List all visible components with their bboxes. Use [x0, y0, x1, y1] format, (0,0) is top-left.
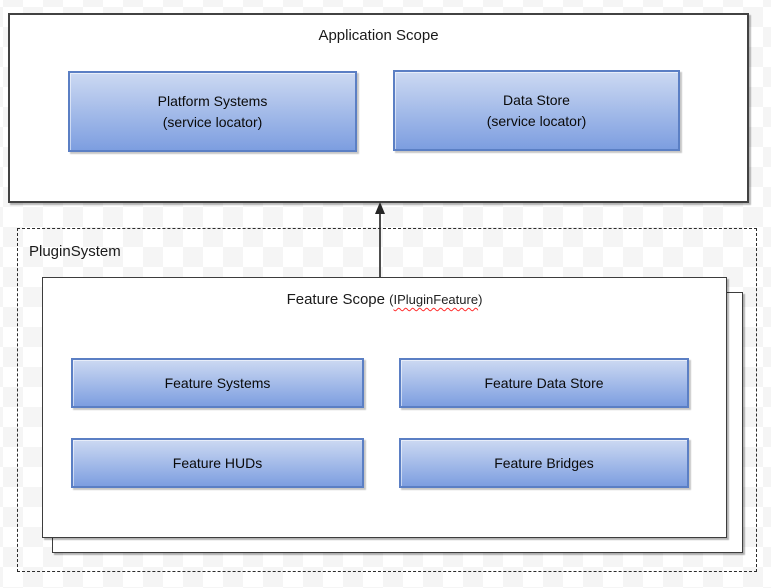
plugin-system-title: PluginSystem	[29, 243, 121, 260]
subtitle-ipluginfeature: IPluginFeature	[393, 292, 479, 307]
application-scope-title: Application Scope	[318, 27, 439, 44]
platform-systems-node: Platform Systems (service locator)	[68, 71, 357, 152]
feature-data-store-label: Feature Data Store	[484, 374, 604, 391]
dependency-arrow-icon	[375, 202, 385, 278]
feature-scope-subtitle: (IPluginFeature)	[389, 292, 482, 307]
platform-systems-label-line2: (service locator)	[162, 113, 263, 130]
feature-bridges-node: Feature Bridges	[399, 438, 689, 488]
platform-systems-label-line1: Platform Systems	[157, 92, 268, 109]
feature-huds-label: Feature HUDs	[172, 454, 263, 471]
feature-data-store-node: Feature Data Store	[399, 358, 689, 408]
subtitle-open-paren: (	[389, 292, 394, 307]
application-scope-box: Application Scope Platform Systems (serv…	[8, 13, 749, 203]
plugin-system-box: PluginSystem	[17, 228, 757, 572]
feature-huds-node: Feature HUDs	[71, 438, 364, 488]
feature-scope-box: Feature Scope (IPluginFeature) Feature S…	[42, 277, 727, 538]
data-store-label-line2: (service locator)	[486, 112, 587, 129]
subtitle-close-paren: )	[478, 292, 483, 307]
feature-scope-title-text: Feature Scope	[286, 291, 385, 308]
data-store-node: Data Store (service locator)	[393, 70, 680, 151]
feature-systems-label: Feature Systems	[164, 374, 271, 391]
feature-systems-node: Feature Systems	[71, 358, 364, 408]
data-store-label-line1: Data Store	[503, 91, 570, 108]
feature-bridges-label: Feature Bridges	[494, 454, 594, 471]
feature-scope-title: Feature Scope (IPluginFeature)	[43, 291, 726, 308]
